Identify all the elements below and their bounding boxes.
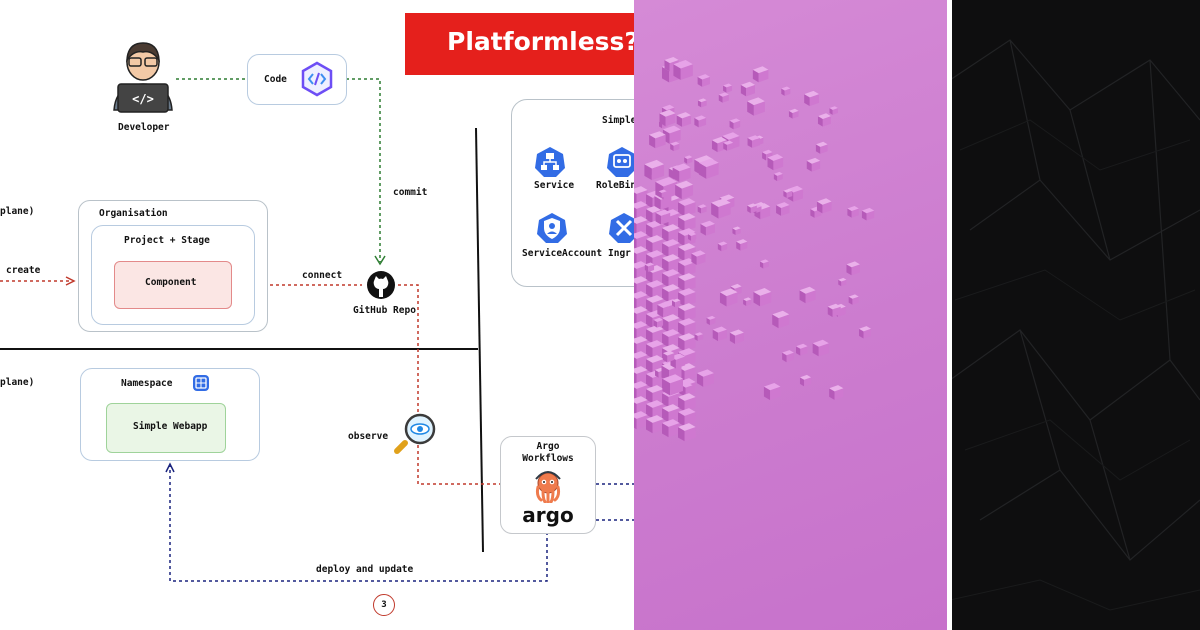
vertical-divider-line: [475, 127, 484, 553]
namespace-box: Namespace Simple Webapp: [80, 368, 260, 461]
namespace-cube-icon: [193, 375, 209, 391]
service-label: Service: [534, 180, 575, 191]
connect-label: connect: [302, 270, 343, 281]
rolebinding-label: RoleBind: [596, 180, 634, 191]
control-plane-label: plane): [0, 206, 35, 217]
code-label: Code: [264, 74, 287, 85]
deploy-arrowhead: [165, 462, 175, 473]
code-box: Code: [247, 54, 347, 105]
data-plane-label: plane): [0, 377, 35, 388]
project-stage-box: Project + Stage Component: [91, 225, 255, 325]
organisation-label: Organisation: [99, 208, 168, 219]
create-label: create: [6, 265, 41, 276]
svg-text:</>: </>: [132, 92, 154, 106]
project-stage-label: Project + Stage: [124, 235, 210, 246]
deploy-update-label: deploy and update: [316, 564, 414, 575]
create-arrowhead: [65, 276, 76, 286]
cube-cluster-illustration: [634, 56, 875, 442]
github-repo-label: GitHub Repo: [353, 305, 416, 316]
commit-label: commit: [393, 187, 428, 198]
namespace-label: Namespace: [121, 378, 173, 389]
simple-webapp-label: Simple Webapp: [133, 421, 208, 432]
title-banner: Platformless?: [405, 13, 634, 75]
argo-subtitle: Workflows: [522, 453, 574, 464]
ingress-icon: [609, 213, 634, 243]
banner-title: Platformless?: [447, 27, 634, 56]
argo-octopus-icon: [535, 471, 561, 503]
dark-texture-panel: [950, 0, 1200, 630]
step-number-badge: 3: [373, 594, 395, 616]
serviceaccount-label: ServiceAccount: [522, 248, 603, 259]
serviceaccount-icon: [537, 213, 567, 243]
organisation-box: Organisation Project + Stage Component: [78, 200, 268, 332]
architecture-diagram: </> Developer Code commit plane) create …: [0, 13, 634, 616]
argo-title: Argo: [536, 441, 560, 452]
diagram-connectors: [0, 78, 634, 582]
simple-webapp-box: Simple Webapp: [106, 403, 226, 453]
resources-title: Simple: [602, 115, 634, 126]
commit-arrowhead: [374, 255, 386, 266]
developer-label: Developer: [118, 122, 170, 133]
component-label: Component: [145, 277, 197, 288]
observe-label: observe: [348, 431, 389, 442]
argo-logo-text: argo: [522, 503, 574, 527]
crumpled-texture: [950, 39, 1200, 611]
magnifier-eye-icon: [394, 413, 436, 454]
pink-cube-art: [634, 0, 950, 630]
k8s-resources-box: Simple Service RoleBind ServiceAccount I…: [511, 99, 634, 287]
argo-workflows-box: Argo Workflows argo: [500, 436, 596, 534]
component-box: Component: [114, 261, 232, 309]
rolebinding-icon: [607, 147, 634, 177]
code-hex-icon: [301, 61, 333, 97]
developer-icon: </>: [113, 42, 173, 113]
observe-flow-line: [398, 284, 500, 485]
ingress-label: Ingr: [608, 248, 631, 259]
deploy-arrow: [169, 466, 548, 582]
service-icon: [535, 147, 565, 177]
panel-separator: [947, 0, 952, 630]
github-icon: [367, 271, 395, 299]
commit-arrow: [346, 78, 381, 262]
